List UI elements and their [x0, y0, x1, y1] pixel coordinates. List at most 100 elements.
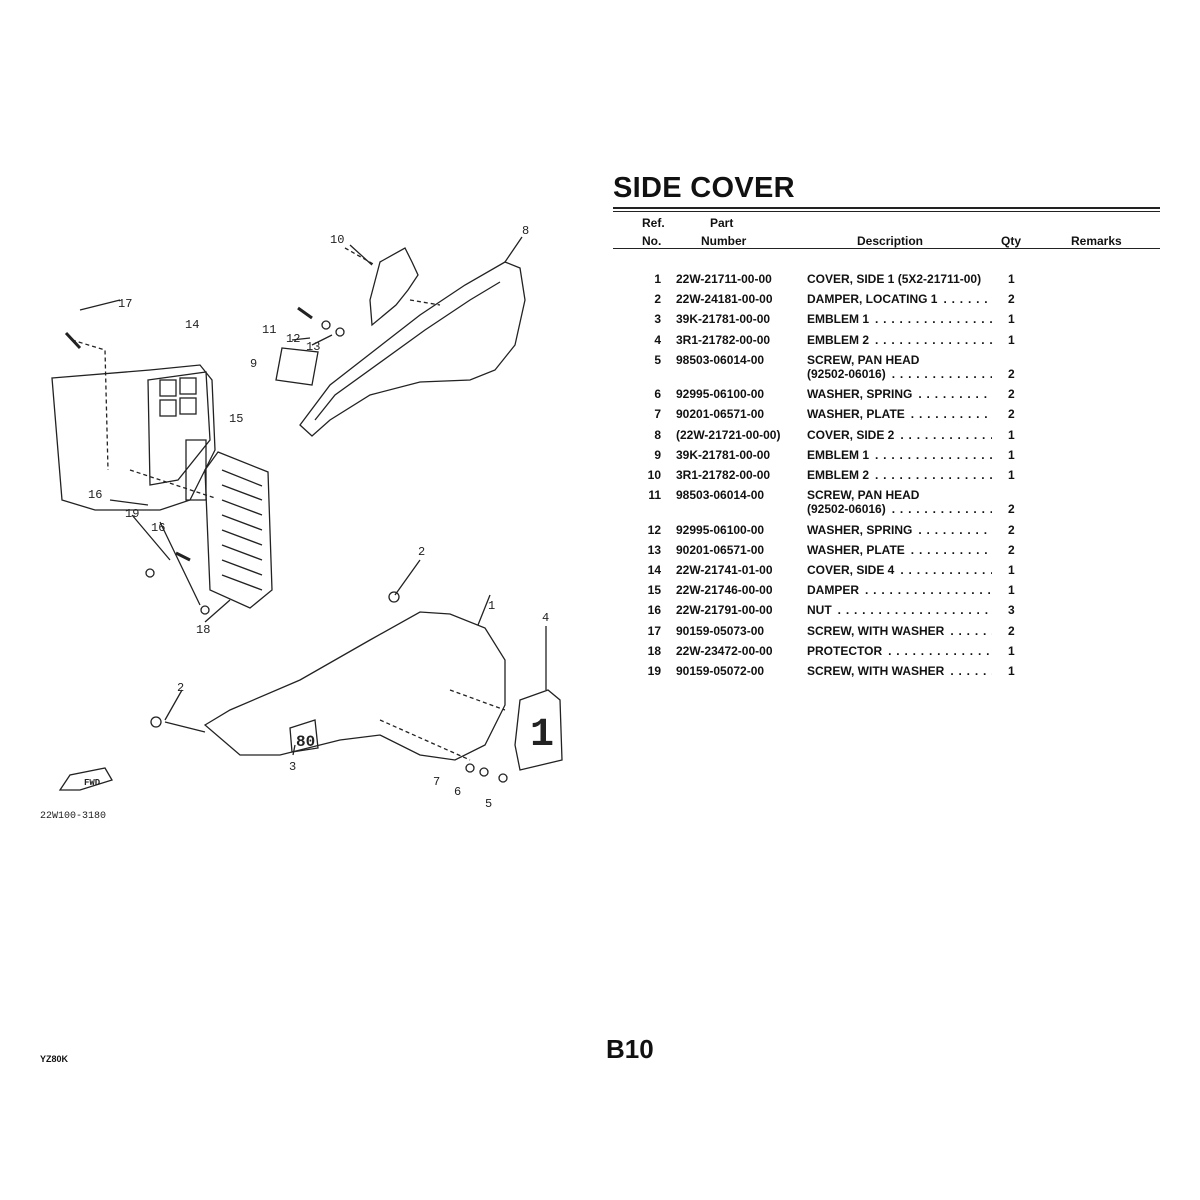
callout: 3 — [289, 760, 296, 774]
part-number: 98503-06014-00 — [676, 488, 765, 503]
emblem-1-part-9 — [275, 347, 319, 386]
description: COVER, SIDE 2 — [807, 427, 895, 442]
table-row: 11 98503-06014-00 SCREW, PAN HEAD (92502… — [613, 488, 1160, 523]
qty: 1 — [1008, 643, 1015, 658]
callout: 2 — [177, 681, 184, 695]
title-divider — [613, 207, 1160, 209]
ref-no: 8 — [654, 427, 661, 442]
part-number: 92995-06100-00 — [676, 522, 765, 537]
page-title: SIDE COVER — [613, 172, 795, 204]
header-description: Description — [857, 234, 924, 248]
qty: 2 — [1008, 407, 1015, 422]
callout: 18 — [196, 623, 210, 637]
description-cell: COVER, SIDE 4 — [807, 563, 992, 577]
dot-leader — [886, 367, 992, 381]
ref-no: 11 — [648, 488, 661, 503]
part-number: 3R1-21782-00-00 — [676, 468, 771, 482]
dot-leader — [944, 664, 992, 678]
callout: 5 — [485, 797, 492, 811]
part-number: 3R1-21782-00-00 — [676, 332, 771, 347]
dot-leader — [981, 272, 992, 286]
dot-leader — [937, 292, 992, 306]
description: PROTECTOR — [807, 643, 883, 658]
dot-leader — [905, 407, 992, 421]
header-divider — [613, 248, 1160, 249]
table-row: 10 3R1-21782-00-00 EMBLEM 2 1 — [613, 468, 1160, 488]
callout: 10 — [330, 233, 344, 247]
part-number: 22W-21741-01-00 — [676, 563, 773, 578]
callout: 12 — [286, 332, 300, 346]
table-row: 15 22W-21746-00-00 DAMPER 1 — [613, 583, 1160, 603]
emblem-1-part-3 — [289, 719, 319, 753]
qty: 1 — [1008, 583, 1015, 598]
description-alt: (92502-06016) — [807, 366, 886, 381]
description: COVER, SIDE 1 (5X2-21711-00) — [807, 272, 982, 286]
description-cell: DAMPER, LOCATING 1 — [807, 292, 992, 306]
description-cell: DAMPER — [807, 583, 992, 597]
callout-labels: 10 8 17 14 11 12 13 9 15 2 1 4 16 19 16 … — [88, 224, 549, 811]
description-cell: COVER, SIDE 1 (5X2-21711-00) — [807, 272, 992, 286]
part-number: (22W-21721-00-00) — [676, 427, 781, 442]
description: WASHER, SPRING — [807, 387, 913, 402]
ref-no: 18 — [647, 643, 661, 658]
ref-no: 7 — [654, 407, 661, 422]
ref-no: 3 — [654, 312, 661, 327]
table-row: 17 90159-05073-00 SCREW, WITH WASHER 2 — [613, 624, 1160, 644]
callout: 16 — [151, 521, 165, 535]
callout: 16 — [88, 488, 102, 502]
callout: 19 — [125, 507, 139, 521]
description: WASHER, PLATE — [807, 407, 905, 422]
qty: 2 — [1008, 522, 1015, 537]
callout: 7 — [433, 775, 440, 789]
table-row: 7 90201-06571-00 WASHER, PLATE 2 — [613, 407, 1160, 427]
table-row: 1 22W-21711-00-00 COVER, SIDE 1 (5X2-217… — [613, 272, 1160, 292]
dot-leader — [869, 448, 992, 462]
qty: 1 — [1008, 468, 1015, 482]
part-number: 90159-05073-00 — [676, 623, 765, 638]
dot-leader — [894, 563, 992, 577]
ref-no: 17 — [647, 623, 661, 638]
description: NUT — [807, 603, 832, 618]
drawing-code: 22W100-3180 — [40, 811, 106, 822]
dot-leader — [882, 644, 992, 658]
emblem-text: 80 — [296, 733, 315, 751]
description: DAMPER, LOCATING 1 — [807, 292, 938, 307]
description-cell: EMBLEM 1 — [807, 312, 992, 326]
description-alt: (92502-06016) — [807, 502, 886, 517]
callout: 17 — [118, 297, 132, 311]
emblem-number: 1 — [530, 713, 554, 758]
header-remarks: Remarks — [1071, 234, 1122, 248]
part-number: 90201-06571-00 — [676, 407, 765, 422]
dot-leader — [894, 428, 992, 442]
dot-leader — [905, 543, 992, 557]
table-row: 8 (22W-21721-00-00) COVER, SIDE 2 1 — [613, 428, 1160, 448]
fwd-label: FWD — [84, 778, 101, 788]
table-row: 6 92995-06100-00 WASHER, SPRING 2 — [613, 387, 1160, 407]
ref-no: 1 — [654, 272, 661, 286]
dot-leader — [832, 603, 992, 617]
fwd-arrow-icon — [58, 767, 113, 791]
emblem-2-part-4 — [514, 689, 563, 771]
description: EMBLEM 1 — [807, 447, 870, 462]
part-number: 98503-06014-00 — [676, 352, 765, 367]
header-part: Part — [710, 216, 734, 230]
dot-leader — [912, 523, 992, 537]
qty: 2 — [1008, 542, 1015, 557]
table-row: 4 3R1-21782-00-00 EMBLEM 2 1 — [613, 333, 1160, 353]
description-cell: NUT — [807, 603, 992, 617]
qty: 1 — [1008, 447, 1015, 462]
description-cell: WASHER, SPRING — [807, 523, 992, 537]
description: COVER, SIDE 4 — [807, 563, 895, 578]
qty: 1 — [1008, 312, 1015, 327]
header-ref: Ref. — [642, 216, 665, 230]
ref-no: 2 — [654, 292, 661, 307]
qty: 2 — [1008, 366, 1015, 381]
ref-no: 13 — [647, 542, 661, 557]
table-row: 19 90159-05072-00 SCREW, WITH WASHER 1 — [613, 664, 1160, 684]
description-cell: SCREW, WITH WASHER — [807, 664, 992, 678]
description: EMBLEM 1 — [807, 312, 870, 327]
title-divider — [613, 211, 1160, 212]
qty: 2 — [1008, 292, 1015, 307]
table-row: 12 92995-06100-00 WASHER, SPRING 2 — [613, 523, 1160, 543]
qty: 1 — [1008, 427, 1015, 442]
